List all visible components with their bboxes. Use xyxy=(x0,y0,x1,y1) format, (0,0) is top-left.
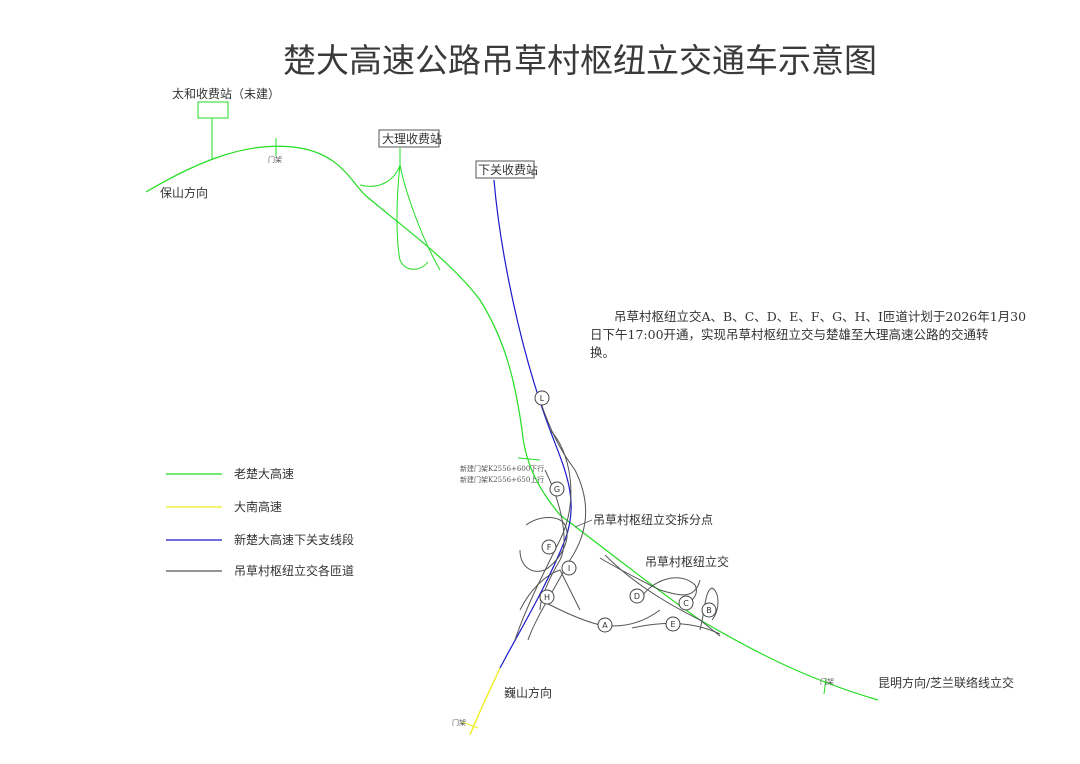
svg-text:L: L xyxy=(540,394,545,403)
legend-label-danan: 大南高速 xyxy=(234,499,282,514)
xiaguan-station-label: 下关收费站 xyxy=(478,163,538,177)
ramp-marker-a: A xyxy=(597,617,613,633)
ramp-marker-g: G xyxy=(549,481,565,497)
xiaguan-station-box xyxy=(475,160,535,179)
ramp-marker-f: F xyxy=(541,539,557,555)
dali-station-label: 大理收费站 xyxy=(382,132,442,146)
danan-expressway xyxy=(469,667,501,736)
svg-text:G: G xyxy=(554,485,560,494)
baoshan-direction: 保山方向 xyxy=(160,185,208,200)
new-gantry-down-label: 新建门架K2556+600下行 xyxy=(460,464,544,473)
notice-line-3: 换。 xyxy=(590,345,615,360)
dali-station-box xyxy=(378,129,440,148)
legend-label-old-chuda: 老楚大高速 xyxy=(234,466,294,481)
ramp-marker-d: D xyxy=(629,588,645,604)
weishan-direction: 巍山方向 xyxy=(504,685,552,700)
split-point-leader xyxy=(574,519,593,528)
ramp-marker-e: E xyxy=(665,616,681,632)
svg-text:B: B xyxy=(706,606,712,615)
notice-line-2: 日下午17:00开通，实现吊草村枢纽立交与楚雄至大理高速公路的交通转 xyxy=(590,327,989,342)
taihe-station-box xyxy=(197,101,229,119)
new-gantry-up-label: 新建门架K2556+650上行 xyxy=(460,475,544,484)
gantry-label-3: 门架 xyxy=(452,718,466,727)
ramp-marker-c: C xyxy=(678,595,694,611)
svg-text:H: H xyxy=(544,593,550,602)
legend-label-new-branch: 新楚大高速下关支线段 xyxy=(234,532,354,547)
svg-text:C: C xyxy=(683,599,689,608)
ramp-marker-b: B xyxy=(701,602,717,618)
svg-text:I: I xyxy=(568,564,570,573)
gantry-label-1: 门架 xyxy=(268,155,282,164)
kunming-direction: 昆明方向/芝兰联络线立交 xyxy=(878,675,1014,690)
svg-text:E: E xyxy=(670,620,675,629)
legend: 老楚大高速 大南高速 新楚大高速下关支线段 吊草村枢纽立交各匝道 xyxy=(166,466,354,578)
ramp-marker-i: I xyxy=(561,560,577,576)
svg-text:D: D xyxy=(634,592,640,601)
interchange-label: 吊草村枢纽立交 xyxy=(645,554,729,569)
ramp-marker-l: L xyxy=(534,390,550,406)
legend-label-ramps: 吊草村枢纽立交各匝道 xyxy=(234,563,354,578)
ramp-marker-h: H xyxy=(539,589,555,605)
danan-gantry-tick xyxy=(461,721,479,729)
dali-connector-ramps xyxy=(359,148,441,271)
new-xiaguan-branch xyxy=(493,179,572,669)
old-chuda-expressway xyxy=(145,145,879,701)
gantry-ticks xyxy=(275,138,827,695)
split-point-label: 吊草村枢纽立交拆分点 xyxy=(593,512,713,527)
diagram-title: 楚大高速公路吊草村枢纽立交通车示意图 xyxy=(283,41,877,80)
gantry-label-2: 门架 xyxy=(820,677,834,686)
svg-text:F: F xyxy=(547,543,552,552)
taihe-station-label: 太和收费站（未建） xyxy=(172,86,280,101)
notice-line-1: 吊草村枢纽立交A、B、C、D、E、F、G、H、I匝道计划于2026年1月30 xyxy=(614,309,1026,324)
svg-text:A: A xyxy=(602,621,608,630)
